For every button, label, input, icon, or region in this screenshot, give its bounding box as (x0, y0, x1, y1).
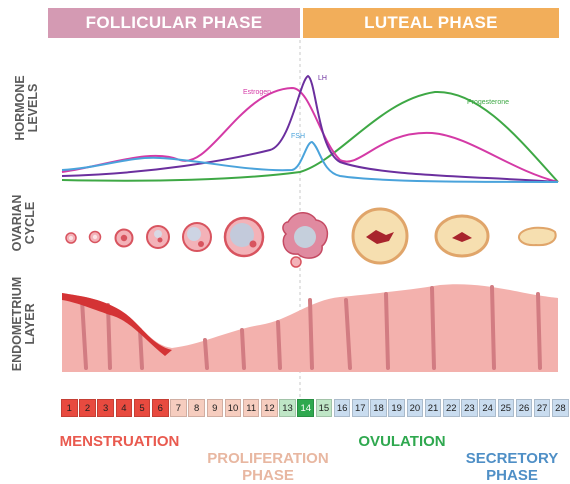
day-cell: 16 (333, 399, 351, 417)
progesterone-curve (61, 90, 559, 183)
day-cell: 9 (206, 399, 224, 417)
cycle-diagram: Estrogen LH FSH Progesterone (61, 40, 559, 400)
endometrium-glands (80, 285, 542, 370)
lh-curve (61, 74, 559, 183)
legend-menstruation-label: MENSTRUATION (59, 433, 180, 450)
day-cell: 4 (115, 399, 133, 417)
follicle-stage-3 (114, 228, 134, 248)
follicle-stage-6 (223, 216, 265, 258)
day-cell: 18 (370, 399, 387, 417)
follicle-stage-4 (146, 225, 170, 249)
day-cell: 23 (461, 399, 478, 417)
day-cell: 7 (170, 399, 187, 417)
legend-proliferation-label: PROLIFERATION PHASE (207, 450, 329, 484)
day-cell: 3 (97, 399, 114, 417)
day-cell: 25 (497, 399, 515, 417)
legend-ovulation-label: OVULATION (358, 433, 446, 450)
follicular-phase-band: FOLLICULAR PHASE (48, 8, 300, 38)
luteal-phase-label: LUTEAL PHASE (364, 13, 498, 32)
day-cell: 26 (515, 399, 533, 417)
follicle-stage-1 (65, 232, 77, 244)
day-cell: 11 (242, 399, 260, 417)
day-cell: 1 (61, 399, 78, 417)
progesterone-label: Progesterone (467, 99, 509, 106)
estrogen-label: Estrogen (243, 89, 271, 96)
day-cell: 13 (279, 399, 296, 417)
menstrual-shedding (62, 293, 172, 356)
day-cell: 24 (479, 399, 496, 417)
follicular-phase-label: FOLLICULAR PHASE (85, 13, 263, 32)
day-cell: 12 (261, 399, 278, 417)
legend-secretory-label: SECRETORY PHASE (465, 450, 559, 484)
day-cell: 19 (388, 399, 405, 417)
day-cell: 17 (352, 399, 369, 417)
day-cell: 2 (79, 399, 96, 417)
day-cell: 22 (442, 399, 460, 417)
day-cell: 27 (533, 399, 551, 417)
lh-label: LH (318, 75, 327, 82)
day-cell: 8 (188, 399, 205, 417)
legend-ovulation: OVULATION (350, 433, 454, 450)
follicle-stage-2 (88, 230, 102, 244)
day-cell: 6 (151, 399, 169, 417)
corpus-albicans (518, 226, 557, 247)
corpus-luteum-1 (351, 207, 409, 265)
ovulating-follicle (282, 212, 329, 268)
day-cell: 20 (406, 399, 424, 417)
legend-proliferation: PROLIFERATION PHASE (200, 433, 336, 484)
follicle-stage-5 (182, 222, 212, 252)
day-cell: 5 (133, 399, 151, 417)
legend-menstruation: MENSTRUATION (52, 433, 187, 450)
luteal-phase-band: LUTEAL PHASE (303, 8, 559, 38)
corpus-luteum-2 (434, 214, 490, 258)
day-cell: 21 (424, 399, 442, 417)
estrogen-curve (61, 86, 559, 183)
day-cell: 14 (297, 399, 315, 417)
legend-secretory: SECRETORY PHASE (462, 433, 562, 484)
fsh-label: FSH (291, 133, 305, 140)
day-cell: 28 (552, 399, 569, 417)
fsh-curve (61, 140, 559, 183)
day-cell: 15 (315, 399, 333, 417)
day-cell: 10 (224, 399, 242, 417)
